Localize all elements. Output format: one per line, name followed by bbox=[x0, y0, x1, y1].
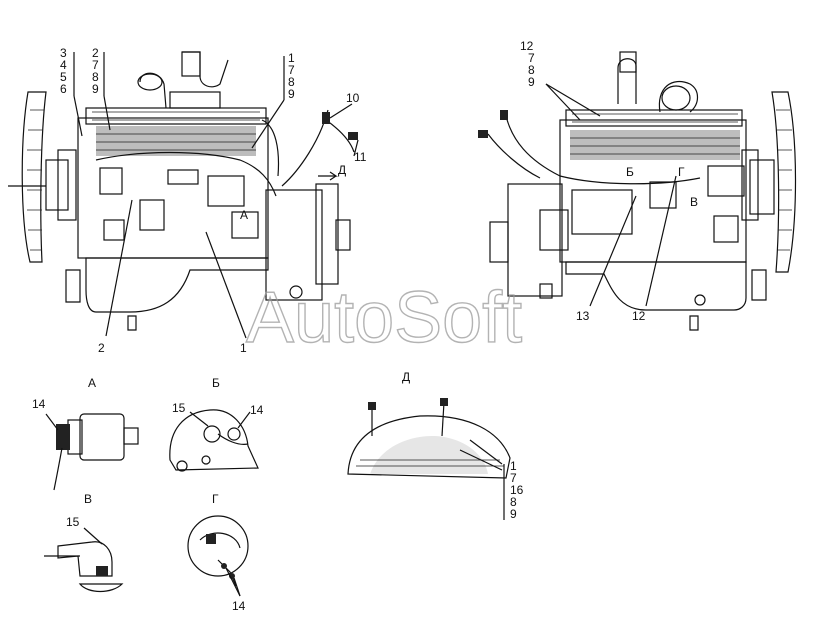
detail-a-callout-14: 14 bbox=[32, 397, 46, 411]
detail-d-callout-8: 8 bbox=[510, 495, 517, 509]
right-engine-view bbox=[478, 51, 797, 331]
watermark: AutoSoft bbox=[246, 278, 522, 358]
detail-b-title: Б bbox=[212, 376, 220, 390]
detail-d-callout-9: 9 bbox=[510, 507, 517, 521]
callout-5: 5 bbox=[60, 70, 67, 84]
detail-g-callout-14: 14 bbox=[232, 599, 246, 613]
callout-9: 9 bbox=[288, 87, 295, 101]
callout-8: 8 bbox=[92, 70, 99, 84]
callout-3: 3 bbox=[60, 46, 67, 60]
detail-d-title: Д bbox=[402, 370, 410, 384]
detail-v-callout-15: 15 bbox=[66, 515, 80, 529]
detail-v bbox=[44, 527, 124, 593]
callout-1: 1 bbox=[288, 51, 295, 65]
callout-9: 9 bbox=[528, 75, 535, 89]
callout-7: 7 bbox=[288, 63, 295, 77]
view-marker-d: Д bbox=[338, 163, 346, 177]
callout-8: 8 bbox=[288, 75, 295, 89]
detail-b-callout-15: 15 bbox=[172, 401, 186, 415]
callout-2: 2 bbox=[98, 341, 105, 355]
detail-b-callout-14: 14 bbox=[250, 403, 264, 417]
detail-d-callout-7: 7 bbox=[510, 471, 517, 485]
left-engine-view bbox=[8, 51, 359, 339]
detail-d-callout-16: 16 bbox=[510, 483, 524, 497]
detail-v-title: В bbox=[84, 492, 92, 506]
detail-a-title: А bbox=[88, 376, 96, 390]
detail-d-callout-1: 1 bbox=[510, 459, 517, 473]
view-marker-v: В bbox=[690, 195, 698, 209]
callout-7: 7 bbox=[528, 51, 535, 65]
detail-g bbox=[187, 515, 249, 597]
callout-13: 13 bbox=[576, 309, 590, 323]
view-marker-g: Г bbox=[678, 165, 685, 179]
view-marker-b: Б bbox=[626, 165, 634, 179]
callout-12: 12 bbox=[632, 309, 646, 323]
callout-4: 4 bbox=[60, 58, 67, 72]
callout-6: 6 bbox=[60, 82, 67, 96]
callout-10: 10 bbox=[346, 91, 360, 105]
detail-b bbox=[169, 409, 259, 472]
callout-11: 11 bbox=[354, 150, 367, 164]
callout-7: 7 bbox=[92, 58, 99, 72]
detail-d bbox=[347, 398, 511, 479]
callout-2: 2 bbox=[92, 46, 99, 60]
callout-1: 1 bbox=[240, 341, 247, 355]
view-marker-a: А bbox=[240, 208, 248, 222]
callout-12: 12 bbox=[520, 39, 534, 53]
detail-g-title: Г bbox=[212, 492, 219, 506]
callout-8: 8 bbox=[528, 63, 535, 77]
callout-9: 9 bbox=[92, 82, 99, 96]
detail-a bbox=[45, 413, 139, 491]
